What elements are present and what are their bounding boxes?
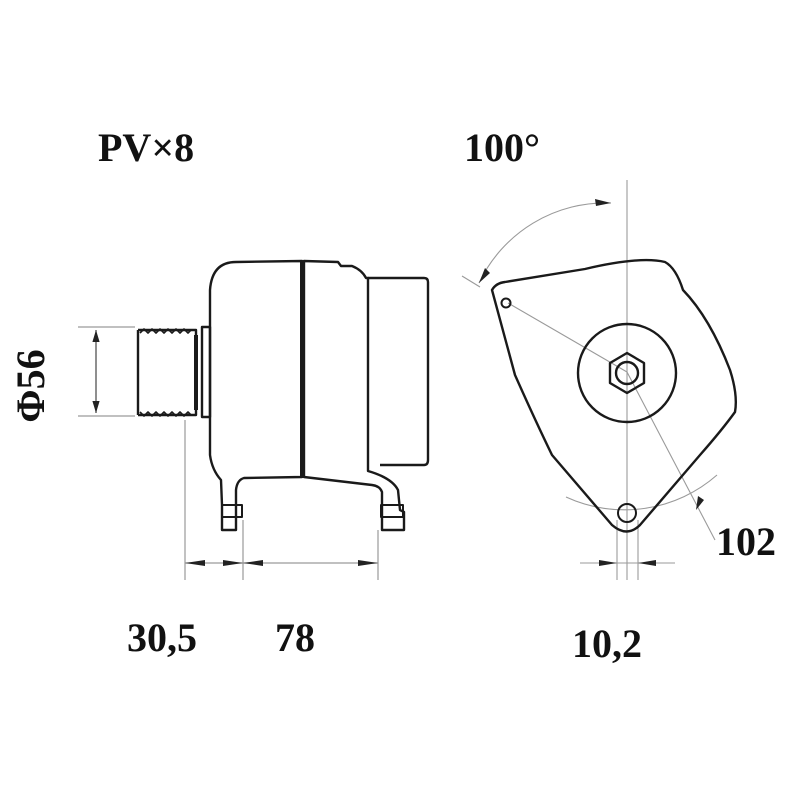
front-housing-outline xyxy=(490,258,738,533)
foot-rear xyxy=(380,504,404,518)
side-view xyxy=(136,259,430,532)
shaft xyxy=(614,360,640,386)
hole-width-label: 10,2 xyxy=(572,621,642,666)
dim-30-5-label: 30,5 xyxy=(127,615,197,660)
radius-label: 102 xyxy=(716,519,776,564)
lower-mount-hole xyxy=(617,503,637,523)
angle-label: 100° xyxy=(464,125,540,170)
front-view xyxy=(490,258,738,533)
foot-front xyxy=(221,504,243,518)
pulley-diameter-label: Φ56 xyxy=(8,349,53,423)
shaft-nut xyxy=(608,351,646,395)
front-view-guides xyxy=(461,180,718,580)
pulley-type-label: PV×8 xyxy=(98,125,195,170)
pulley xyxy=(136,325,212,419)
front-housing xyxy=(208,259,304,532)
upper-mount-hole xyxy=(500,297,512,309)
hub-circle xyxy=(576,322,678,424)
dim-78-label: 78 xyxy=(275,615,315,660)
side-dimensions xyxy=(78,326,379,580)
rear-cap xyxy=(368,276,430,467)
rear-housing xyxy=(302,259,406,532)
